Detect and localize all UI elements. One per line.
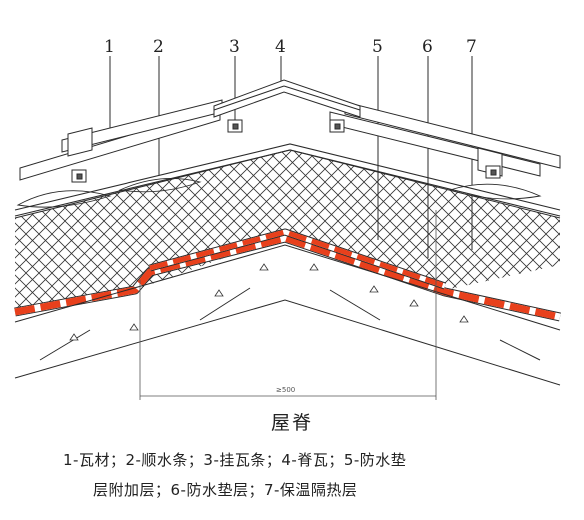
concrete-slab	[14, 244, 561, 386]
roof-ridge-drawing: 1 2 3 4 5 6 7	[14, 37, 561, 400]
callout-numbers: 1 2 3 4 5 6 7	[104, 37, 477, 57]
roof-tiles	[19, 99, 561, 181]
legend-line-1: 1-瓦材；2-顺水条；3-挂瓦条；4-脊瓦；5-防水垫	[63, 451, 407, 469]
callout-1: 1	[104, 37, 115, 57]
callout-7: 7	[466, 37, 477, 57]
callout-5: 5	[372, 37, 383, 57]
dimension-label: ≥500	[276, 386, 295, 394]
figure-title: 屋脊	[270, 412, 313, 434]
ridge-tile	[213, 79, 361, 118]
aggregate-marks	[69, 263, 469, 341]
callout-2: 2	[153, 37, 164, 57]
tile-battens	[71, 119, 501, 183]
legend-line-2: 层附加层；6-防水垫层；7-保温隔热层	[93, 481, 358, 499]
callout-3: 3	[229, 37, 240, 57]
callout-4: 4	[275, 37, 286, 57]
dimension-annotation	[139, 210, 437, 400]
callout-6: 6	[422, 37, 433, 57]
